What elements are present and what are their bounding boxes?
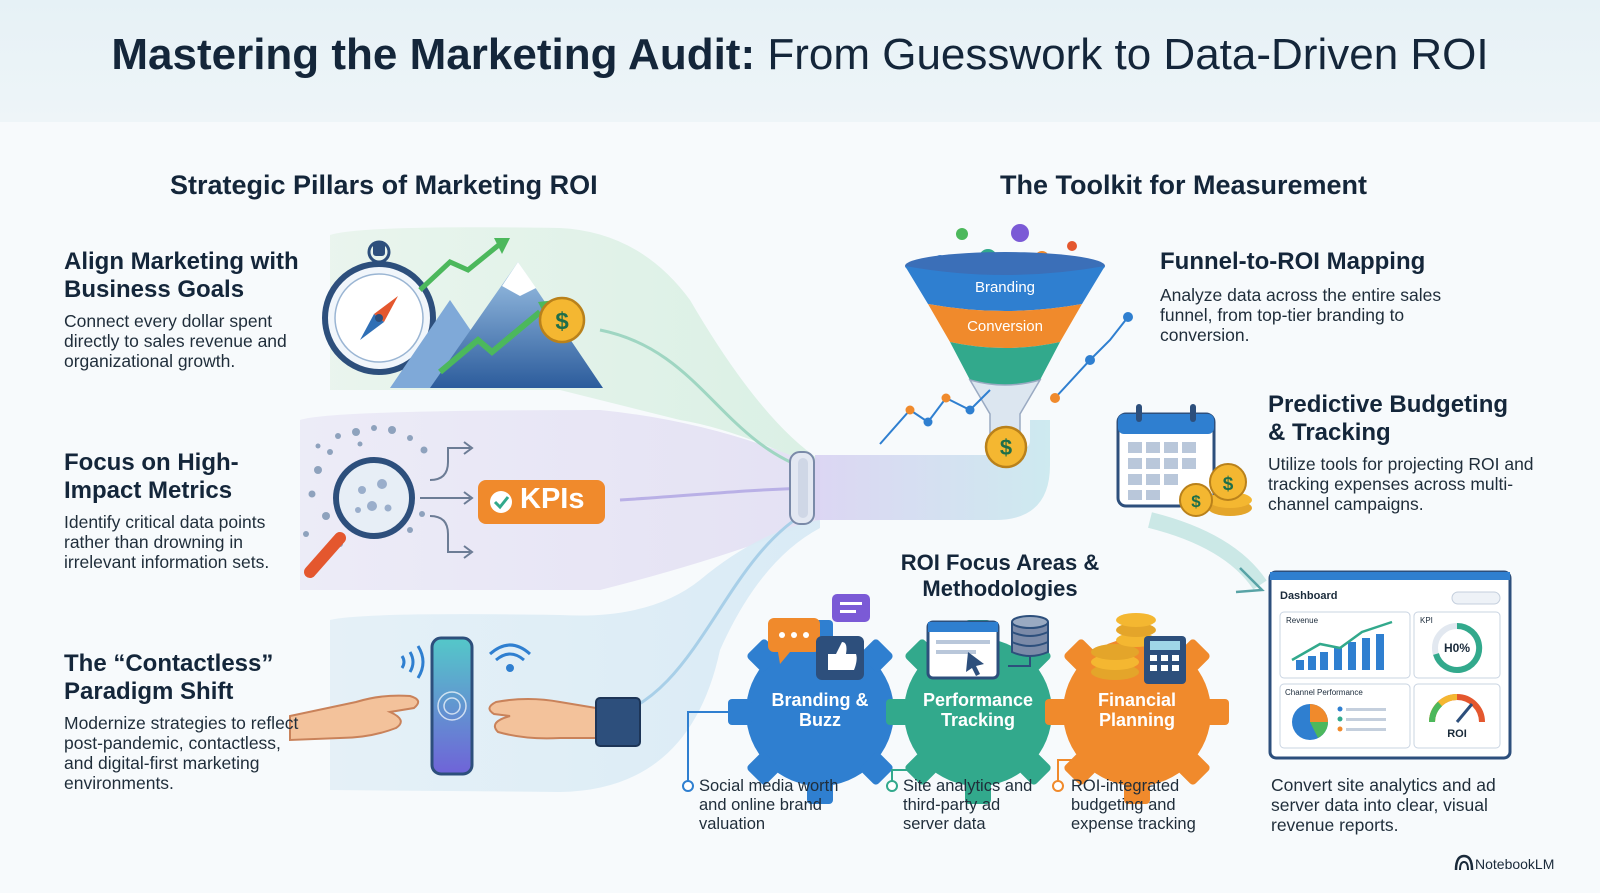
funnel-stage-conversion: Conversion	[967, 318, 1043, 335]
pillar-body-metrics: Identify critical data points rather tha…	[64, 512, 270, 572]
pillar-title-metrics: Focus on High-Impact Metrics	[64, 449, 239, 504]
gear-desc-branding: Social media worth and online brand valu…	[699, 777, 839, 833]
dashboard-window-title: Dashboard	[1280, 590, 1338, 602]
database-icon	[1008, 615, 1049, 667]
chat-icon	[768, 594, 870, 664]
magnifier-icon	[304, 457, 415, 578]
dashboard-kpi-label: KPI	[1420, 616, 1433, 625]
pillar-body-contactless: Modernize strategies to reflect post-pan…	[64, 713, 299, 793]
gear-label-branding: Branding & Buzz	[771, 690, 869, 730]
page-title: Mastering the Marketing Audit: From Gues…	[111, 30, 1489, 79]
svg-text:$: $	[555, 308, 569, 335]
dashboard-revenue-label: Revenue	[1286, 616, 1319, 625]
gear-connectors	[682, 711, 1090, 792]
gear-desc-performance: Site analytics and third-party ad server…	[903, 777, 1033, 833]
dashboard-body: Convert site analytics and ad server dat…	[1271, 775, 1496, 835]
funnel-stage-branding: Branding	[974, 279, 1036, 296]
phone-icon	[430, 636, 474, 776]
like-icon	[816, 636, 864, 680]
kpi-badge: KPIs	[520, 483, 585, 515]
svg-text:$: $	[1223, 474, 1234, 495]
svg-text:$: $	[1191, 492, 1201, 511]
metric-arrows	[420, 441, 474, 559]
check-badge-icon	[478, 480, 605, 524]
pillar-title-align: Align Marketing with Business Goals	[64, 248, 299, 303]
left-section-heading: Strategic Pillars of Marketing ROI	[170, 170, 598, 200]
budgeting-body: Utilize tools for projecting ROI and tra…	[1268, 454, 1534, 514]
right-section-heading: The Toolkit for Measurement	[1000, 170, 1368, 200]
calculator-icon	[1144, 636, 1186, 684]
notebook-logo-icon	[1454, 854, 1474, 871]
hand-icon	[289, 694, 641, 747]
gear-label-performance: Performance Tracking	[922, 690, 1034, 730]
pillar-title-contactless: The “Contactless” Paradigm Shift	[64, 650, 274, 705]
funnel-coin-icon: $	[984, 425, 1028, 469]
dashboard-channel-label: Channel Performance	[1285, 688, 1363, 697]
dashboard-roi-label: ROI	[1447, 728, 1467, 740]
gear-desc-financial: ROI-integrated budgeting and expense tra…	[1071, 777, 1196, 833]
mountain-icon	[390, 238, 603, 388]
coins-icon: $ $	[1179, 463, 1252, 517]
signal-icon	[400, 643, 532, 679]
dashboard-icon	[1268, 570, 1512, 760]
dollar-coin-icon: $	[538, 296, 586, 344]
header-band	[0, 0, 1600, 122]
compass-icon	[322, 240, 436, 375]
dashboard-kpi-value: H0%	[1443, 641, 1470, 655]
focus-areas-title: ROI Focus Areas & Methodologies	[900, 550, 1100, 601]
trend-line	[879, 312, 1133, 445]
brand-name: NotebookLM	[1475, 856, 1555, 872]
pillar-body-align: Connect every dollar spent directly to s…	[64, 311, 287, 371]
funnel-icon	[905, 224, 1105, 441]
funnel-title: Funnel-to-ROI Mapping	[1160, 248, 1426, 275]
budgeting-title: Predictive Budgeting & Tracking	[1268, 391, 1509, 446]
calendar-icon	[1116, 404, 1216, 508]
browser-icon	[926, 620, 1000, 680]
funnel-body: Analyze data across the entire sales fun…	[1160, 285, 1442, 345]
gear-label-financial: Financial Planning	[1097, 690, 1177, 730]
svg-text:$: $	[1000, 435, 1012, 460]
connector-pipe	[815, 420, 1050, 520]
